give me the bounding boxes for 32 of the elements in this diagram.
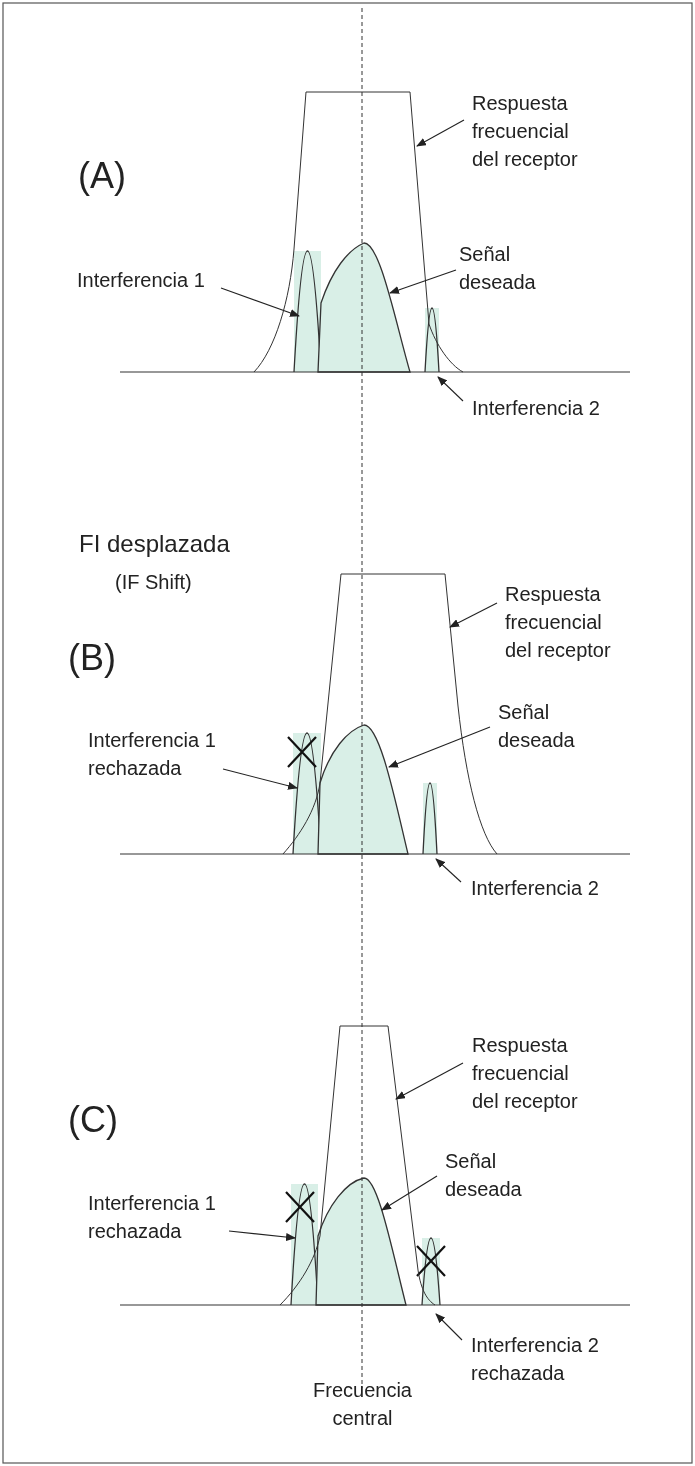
heading-label: FI desplazada xyxy=(79,530,230,558)
leader-line xyxy=(416,119,465,147)
callout-label: Interferencia 2 rechazada xyxy=(471,1331,626,1387)
callout-label: Interferencia 1 xyxy=(77,266,205,294)
callout-label: Respuesta frecuencial del receptor xyxy=(472,89,597,173)
leader-line xyxy=(389,269,457,294)
callout-label: Interferencia 2 xyxy=(472,394,600,422)
callout-label: Señal deseada xyxy=(445,1147,530,1203)
callout-label: Interferencia 1 rechazada xyxy=(88,1189,243,1245)
leader-line xyxy=(435,858,462,883)
leader-line xyxy=(449,602,498,628)
leader-line xyxy=(388,726,491,768)
callout-label: Respuesta frecuencial del receptor xyxy=(505,580,630,664)
leader-line xyxy=(395,1062,464,1100)
passband-curve xyxy=(279,1025,436,1306)
callout-label: Interferencia 2 xyxy=(471,874,599,902)
leader-line xyxy=(222,768,298,790)
callout-label: Señal deseada xyxy=(459,240,544,296)
panel-letter: (B) xyxy=(68,638,116,678)
panel-letter: (C) xyxy=(68,1100,118,1140)
leader-line xyxy=(435,1313,463,1341)
leader-line xyxy=(437,376,464,402)
leader-line xyxy=(220,287,300,317)
callout-label: Interferencia 1 rechazada xyxy=(88,726,243,782)
leader-line xyxy=(381,1175,438,1211)
callout-label: Señal deseada xyxy=(498,698,583,754)
passband-curve xyxy=(282,573,498,855)
axis-label: Frecuencia central xyxy=(312,1378,413,1431)
note-label: (IF Shift) xyxy=(115,570,192,595)
callout-label: Respuesta frecuencial del receptor xyxy=(472,1031,597,1115)
leader-line xyxy=(228,1230,296,1242)
panel-letter: (A) xyxy=(78,156,126,196)
